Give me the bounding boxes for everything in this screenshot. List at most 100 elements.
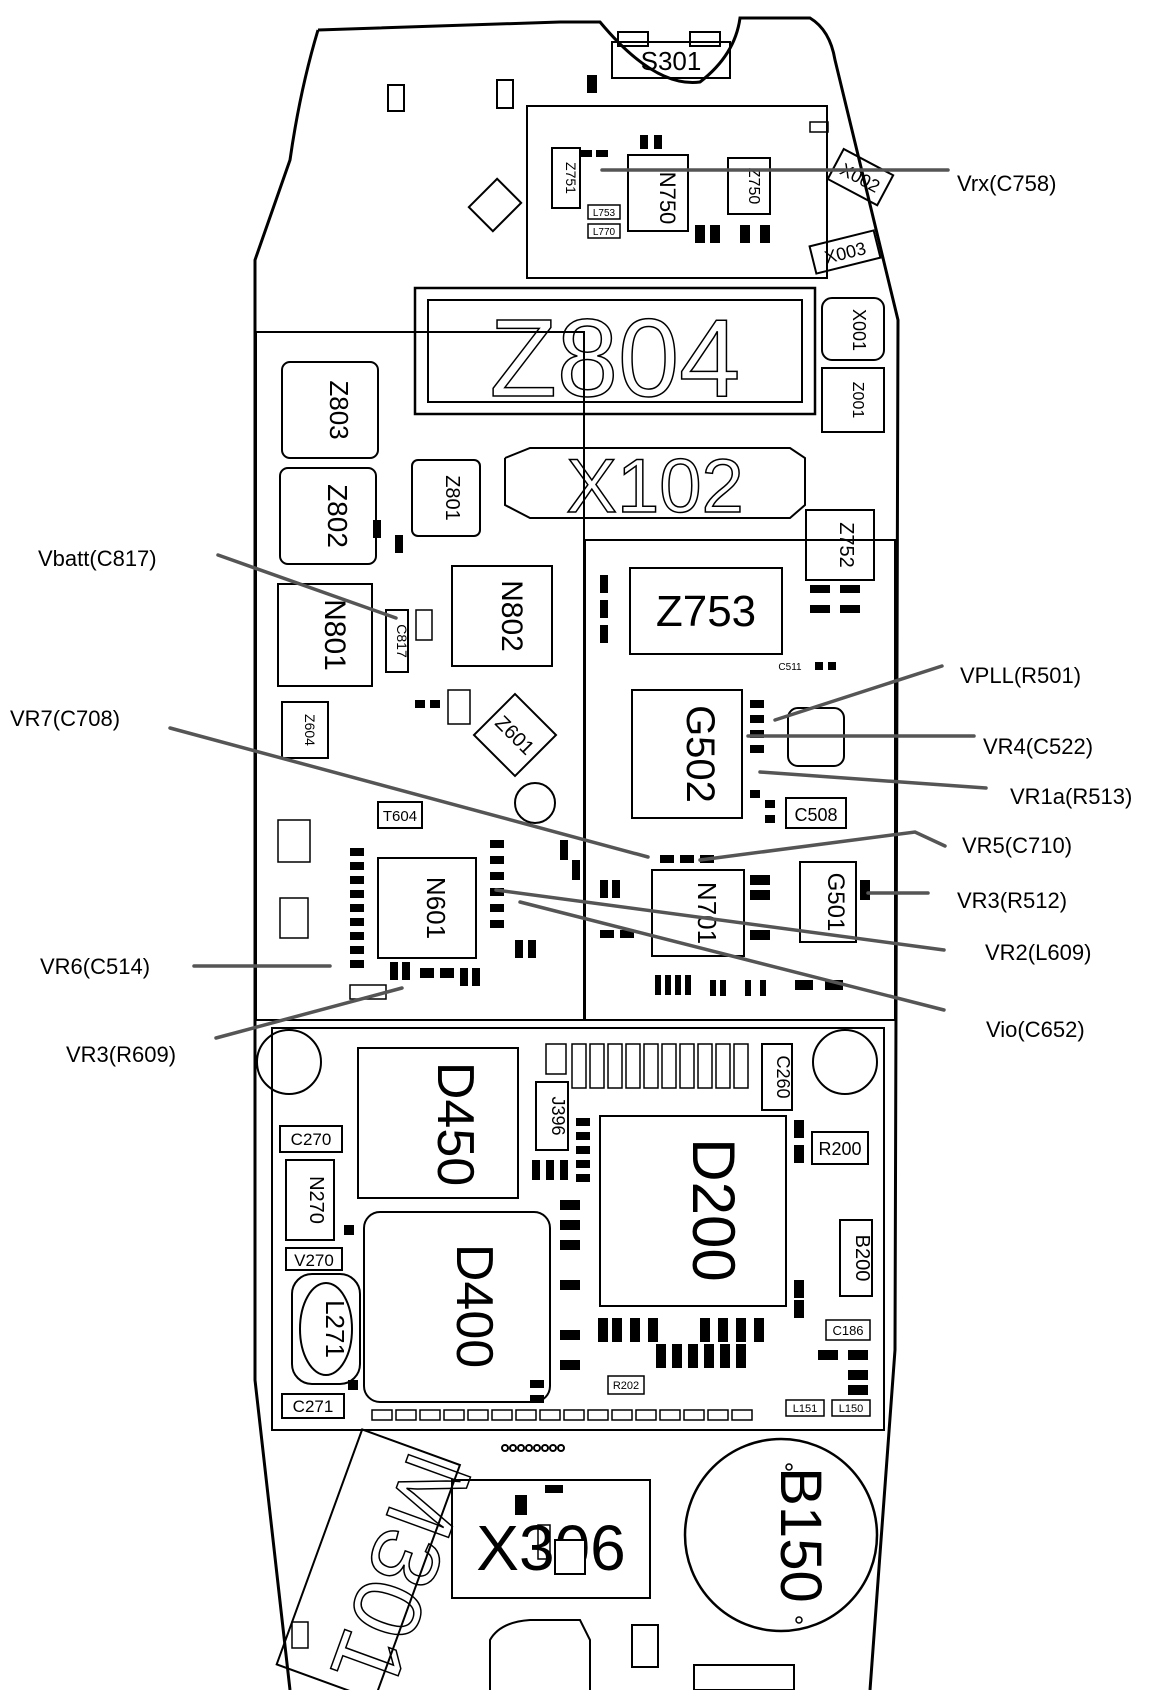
- c508-part: C508: [785, 797, 847, 829]
- d450-part: D450: [357, 1047, 519, 1199]
- board-outline: [253, 16, 900, 1690]
- label-r202: R202: [613, 1380, 639, 1392]
- small-part: [387, 84, 405, 112]
- label-l770: L770: [593, 227, 616, 238]
- x002-part: X002: [826, 147, 895, 207]
- label-z601: Z601: [490, 712, 538, 760]
- n502-part: [279, 897, 309, 939]
- label-z801: Z801: [441, 475, 463, 521]
- callout-vrx: Vrx(C758): [957, 171, 1057, 196]
- label-n601: N601: [421, 877, 451, 939]
- label-z802: Z802: [322, 484, 353, 548]
- x102-connector: X102: [504, 443, 806, 530]
- b150-buzzer: B150: [683, 1437, 879, 1633]
- z802-part: Z802: [279, 467, 377, 565]
- test-points: [501, 1444, 565, 1452]
- label-r200: R200: [818, 1139, 861, 1159]
- label-x306: X306: [476, 1512, 625, 1584]
- leader-vr1a: [758, 770, 988, 790]
- label-m301: M301: [309, 1440, 492, 1690]
- x003-part: X003: [808, 229, 882, 275]
- label-n802: N802: [495, 580, 528, 652]
- leader-lines: [168, 168, 988, 1040]
- label-c508: C508: [794, 805, 837, 825]
- callout-vr7: VR7(C708): [10, 706, 121, 731]
- label-d400: D400: [445, 1244, 503, 1368]
- n805-part: [447, 689, 471, 725]
- z601-part: Z601: [472, 692, 558, 778]
- label-c270: C270: [291, 1130, 332, 1149]
- label-t604: T604: [383, 808, 417, 825]
- label-c186: C186: [832, 1323, 863, 1338]
- callout-vr3-r512: VR3(R512): [957, 888, 1068, 913]
- label-d450: D450: [426, 1062, 484, 1186]
- callout-vr5: VR5(C710): [962, 833, 1073, 858]
- n701-part: N701: [651, 869, 745, 957]
- n503-part: [277, 819, 311, 863]
- label-z753: Z753: [656, 587, 756, 636]
- callout-vr6: VR6(C514): [40, 954, 151, 979]
- n801-part: N801: [277, 583, 373, 687]
- mount-hole: [812, 1029, 878, 1095]
- label-c260: C260: [773, 1055, 793, 1098]
- callout-vio: Vio(C652): [986, 1017, 1085, 1042]
- mount-hole: [256, 1029, 322, 1095]
- r200-part: R200: [811, 1131, 869, 1165]
- d200-part: D200: [599, 1115, 787, 1307]
- c271-part: C271: [281, 1393, 345, 1419]
- c186-part: C186: [825, 1319, 871, 1341]
- n802-part: N802: [451, 565, 553, 667]
- leader-vbatt: [216, 553, 398, 620]
- label-l753: L753: [593, 208, 616, 219]
- label-b200: B200: [851, 1235, 873, 1282]
- z753-part: Z753: [629, 567, 783, 655]
- z752-part: Z752: [805, 509, 875, 581]
- l150-part: L150: [831, 1399, 871, 1417]
- label-v270: V270: [294, 1251, 334, 1270]
- callout-vr4: VR4(C522): [983, 734, 1094, 759]
- g502-part: G502: [631, 689, 743, 819]
- small-part: [291, 1621, 309, 1649]
- c817-part: C817: [385, 609, 410, 673]
- small-part: [631, 1624, 659, 1668]
- cap-column: [545, 1043, 749, 1089]
- leader-vio: [518, 900, 946, 1012]
- small-part: [693, 1664, 795, 1690]
- leader-vpll: [773, 664, 944, 722]
- z804-block: Z804: [413, 286, 817, 421]
- label-n801: N801: [318, 599, 351, 671]
- x001-part: X001: [821, 297, 885, 361]
- left-shield: [255, 331, 585, 1021]
- m301-motor: M301: [275, 1428, 493, 1690]
- d400-part: D400: [363, 1211, 551, 1403]
- z001-part: Z001: [821, 367, 885, 433]
- label-s301: S301: [641, 46, 702, 76]
- z604-part: Z604: [281, 701, 329, 759]
- r202-part: R202: [607, 1375, 645, 1395]
- label-j396: J396: [548, 1096, 568, 1135]
- passive-cluster-lower: [344, 1118, 868, 1403]
- label-z604: Z604: [302, 714, 318, 746]
- leader-vr3r609: [214, 986, 404, 1040]
- label-l151: L151: [793, 1403, 817, 1415]
- label-x001: X001: [849, 309, 869, 351]
- callout-vr1a: VR1a(R513): [1010, 784, 1133, 809]
- label-z803: Z803: [324, 380, 354, 439]
- label-x102: X102: [566, 444, 744, 529]
- leader-vr2: [494, 888, 946, 952]
- rf-shield-top: Z751 N750 Z750 L753 L770: [526, 105, 829, 279]
- s301-switch: S301: [611, 31, 731, 79]
- passive-cluster-right: [600, 575, 870, 996]
- z803-part: Z803: [281, 361, 379, 459]
- j396-part: J396: [535, 1081, 569, 1151]
- label-z750: Z750: [745, 168, 762, 205]
- passive-cluster-left: [350, 520, 580, 986]
- v270-part: V270: [285, 1247, 343, 1271]
- leader-vr5: [698, 830, 947, 862]
- c260-part: C260: [761, 1043, 793, 1111]
- label-g502: G502: [678, 705, 722, 803]
- callout-vr2: VR2(L609): [985, 940, 1092, 965]
- label-l150: L150: [839, 1403, 863, 1415]
- label-n701: N701: [692, 882, 722, 944]
- label-n270: N270: [305, 1176, 327, 1224]
